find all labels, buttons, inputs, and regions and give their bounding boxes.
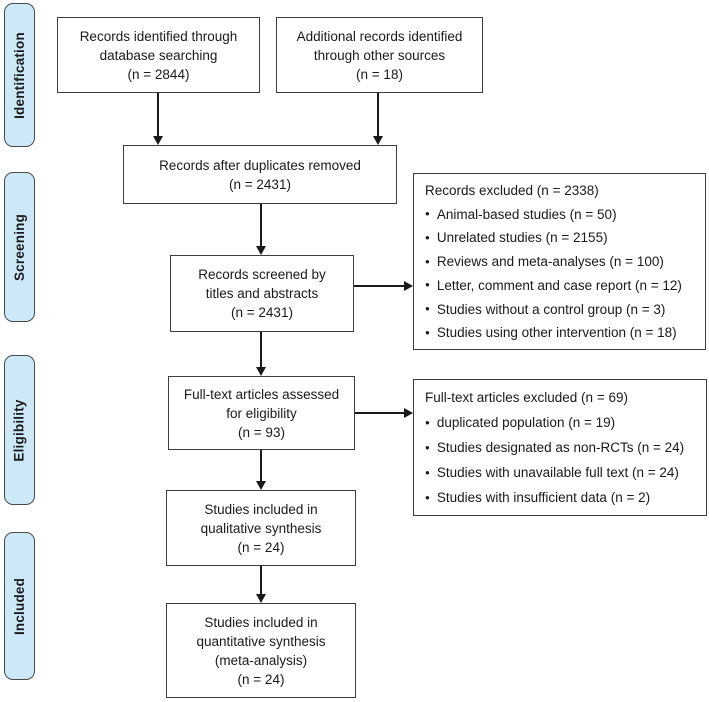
exclusion-item-text: Letter, comment and case report (n = 12) <box>436 277 682 293</box>
stage-included: Included <box>4 532 35 680</box>
stage-eligibility: Eligibility <box>4 355 35 505</box>
exclusion-item: ● Studies designated as non-RCTs (n = 24… <box>425 440 702 455</box>
exclusion-item: ● Unrelated studies (n = 2155) <box>425 230 701 245</box>
box-line: Studies included in <box>204 501 318 517</box>
box-quantitative-synthesis: Studies included in quantitative synthes… <box>166 603 356 698</box>
box-line: Full-text articles assessed <box>183 386 340 402</box>
box-line: for eligibility <box>226 405 297 421</box>
box-line: Records screened by <box>198 267 326 282</box>
box-line: (n = 18) <box>356 66 403 82</box>
box-line: (meta-analysis) <box>214 652 308 668</box>
box-duplicates-removed: Records after duplicates removed (n = 24… <box>123 145 397 204</box>
exclusion-item: ● Studies using other intervention (n = … <box>425 325 701 340</box>
exclusion-item: ● Studies with unavailable full text (n … <box>425 465 702 480</box>
exclusion-item: ● duplicated population (n = 19) <box>425 415 702 430</box>
stage-included-label: Included <box>12 577 28 635</box>
exclusion-item-text: Studies with insufficient data (n = 2) <box>436 490 651 505</box>
exclusion-item-text: Unrelated studies (n = 2155) <box>436 230 608 246</box>
box-line: (n = 2431) <box>231 305 293 320</box>
bullet-icon: ● <box>425 417 430 427</box>
stage-eligibility-label: Eligibility <box>12 398 27 462</box>
exclusion-item-text: Studies using other intervention (n = 18… <box>436 325 677 341</box>
box-line: (n = 24) <box>237 671 285 687</box>
exclusion-item-text: Studies designated as non-RCTs (n = 24) <box>436 440 685 455</box>
box-line: titles and abstracts <box>205 286 319 301</box>
box-line: (n = 2431) <box>229 176 291 192</box>
bullet-icon: ● <box>425 256 430 266</box>
box-line: qualitative synthesis <box>200 520 322 536</box>
box-fulltext-excluded: Full-text articles excluded (n = 69) ● d… <box>413 379 707 516</box>
exclusion-title: Full-text articles excluded (n = 69) <box>425 390 628 405</box>
box-line: (n = 93) <box>238 424 285 440</box>
bullet-icon: ● <box>425 304 430 313</box>
exclusion-item-text: Reviews and meta-analyses (n = 100) <box>436 254 664 269</box>
box-line: (n = 24) <box>237 539 285 555</box>
box-records-database: Records identified through database sear… <box>57 17 260 93</box>
exclusion-item-text: Studies without a control group (n = 3) <box>436 301 666 317</box>
box-line: through other sources <box>313 47 446 63</box>
box-records-other-sources: Additional records identified through ot… <box>276 17 483 93</box>
box-line: Additional records identified <box>296 28 463 44</box>
box-line: database searching <box>99 47 218 63</box>
bullet-icon: ● <box>425 442 430 452</box>
bullet-icon: ● <box>425 467 430 477</box>
exclusion-item: ● Letter, comment and case report (n = 1… <box>425 278 701 293</box>
exclusion-item-text: duplicated population (n = 19) <box>436 415 616 430</box>
stage-identification-label: Identification <box>12 31 27 119</box>
box-records-excluded: Records excluded (n = 2338) ● Animal-bas… <box>413 173 706 350</box>
stage-screening-label: Screening <box>12 213 28 281</box>
box-line: quantitative synthesis <box>196 633 326 649</box>
box-qualitative-synthesis: Studies included in qualitative synthesi… <box>166 490 356 566</box>
bullet-icon: ● <box>425 492 430 502</box>
exclusion-item: ● Reviews and meta-analyses (n = 100) <box>425 254 701 269</box>
box-line: Records after duplicates removed <box>159 157 361 173</box>
bullet-icon: ● <box>425 327 430 337</box>
box-fulltext-assessed: Full-text articles assessed for eligibil… <box>168 376 355 450</box>
exclusion-item-text: Animal-based studies (n = 50) <box>436 206 617 222</box>
box-line: Studies included in <box>204 614 318 630</box>
stage-screening: Screening <box>4 172 35 322</box>
bullet-icon: ● <box>425 232 430 242</box>
stage-identification: Identification <box>4 3 35 147</box>
bullet-icon: ● <box>425 209 430 218</box>
exclusion-title: Records excluded (n = 2338) <box>425 182 599 198</box>
bullet-icon: ● <box>425 280 430 290</box>
exclusion-item-text: Studies with unavailable full text (n = … <box>436 465 679 480</box>
box-records-screened: Records screened by titles and abstracts… <box>170 255 354 332</box>
exclusion-item: ● Studies without a control group (n = 3… <box>425 302 701 317</box>
box-line: Records identified through <box>79 28 238 44</box>
exclusion-item: ● Studies with insufficient data (n = 2) <box>425 490 702 505</box>
box-line: (n = 2844) <box>127 66 190 82</box>
exclusion-item: ● Animal-based studies (n = 50) <box>425 207 701 222</box>
